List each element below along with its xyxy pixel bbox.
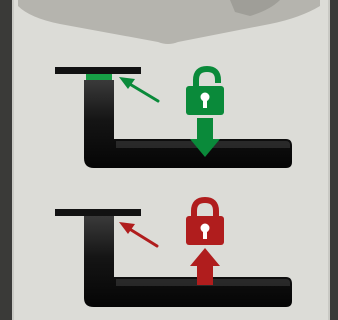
handle-rose [55, 67, 141, 74]
panel-edge-left [12, 0, 14, 320]
handle-rose [55, 209, 141, 216]
panel-edge-right [328, 0, 330, 320]
green-indicator-ring [86, 74, 112, 80]
